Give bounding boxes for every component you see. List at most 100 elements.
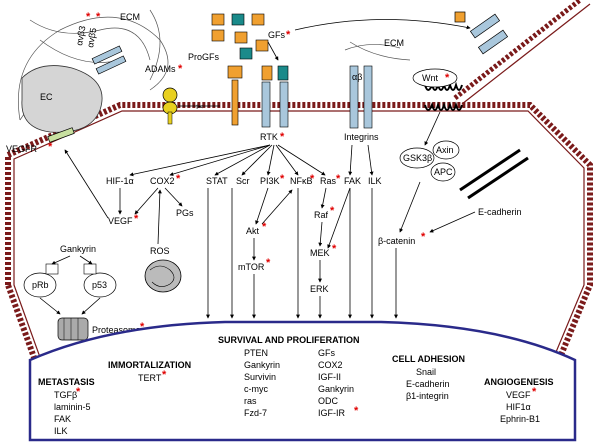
immortal-title: IMMORTALIZATION — [108, 360, 191, 370]
svg-text:E-cadherin: E-cadherin — [406, 379, 450, 389]
ilk-label: ILK — [368, 176, 382, 186]
svg-text:GFs: GFs — [318, 348, 335, 358]
endothelial-cell — [21, 65, 103, 133]
integrin-receptor — [349, 65, 373, 129]
nucleus-arrows — [206, 188, 398, 319]
ecm-fibers-left — [19, 9, 161, 121]
gankyrin-label: Gankyrin — [60, 244, 96, 254]
scissors-icon: ✂ — [196, 102, 204, 112]
svg-text:HIF1α: HIF1α — [506, 402, 531, 412]
mek-label: MEK — [310, 248, 330, 258]
svg-text:*: * — [176, 173, 181, 185]
angio-title: ANGIOGENESIS — [484, 377, 554, 387]
svg-text:Fzd-7: Fzd-7 — [244, 408, 267, 418]
nucleus — [28, 320, 577, 442]
svg-text:laminin-5: laminin-5 — [54, 402, 91, 412]
avb5-label: αvβ5 — [85, 27, 98, 48]
nfkb-label: NFκB — [290, 176, 313, 186]
svg-text:ras: ras — [244, 396, 257, 406]
vegfr-label: VEGFR — [6, 144, 38, 154]
svg-text:*: * — [162, 369, 167, 381]
pi3k-label: PI3K — [260, 176, 280, 186]
svg-text:*: * — [86, 11, 91, 23]
svg-text:Gankyrin: Gankyrin — [244, 360, 280, 370]
apc-node — [430, 162, 456, 182]
svg-text:c-myc: c-myc — [244, 384, 268, 394]
svg-text:TGFβ: TGFβ — [54, 390, 77, 400]
ecm-label-right: ECM — [384, 38, 404, 48]
immortal-item: TERT — [138, 373, 162, 383]
vegfr-receptor — [47, 127, 75, 143]
gfs-label: GFs — [268, 30, 285, 40]
svg-text:*: * — [332, 243, 337, 255]
svg-text:APC: APC — [434, 167, 453, 177]
ab-label: αβ — [352, 72, 362, 82]
svg-text:GSK3β: GSK3β — [403, 153, 432, 163]
svg-text:*: * — [266, 257, 271, 269]
rtk-label: RTK — [260, 132, 278, 142]
ecm-label-left: ECM — [120, 12, 140, 22]
membrane-top-right — [453, 0, 582, 100]
svg-text:*: * — [336, 173, 341, 185]
growth-factors — [211, 13, 269, 60]
ros-label: ROS — [150, 246, 170, 256]
vegf-label: VEGF — [108, 216, 133, 226]
fak-label: FAK — [344, 176, 361, 186]
svg-text:pRb: pRb — [32, 280, 49, 290]
scr-label: Scr — [236, 176, 250, 186]
adhesion-title: CELL ADHESION — [392, 354, 465, 364]
adams-label: ADAMs — [145, 64, 176, 74]
svg-text:PTEN: PTEN — [244, 348, 268, 358]
progf-anchor — [227, 65, 243, 126]
svg-text:ODC: ODC — [318, 396, 339, 406]
svg-text:β1-integrin: β1-integrin — [406, 391, 449, 401]
svg-text:*: * — [354, 405, 359, 417]
svg-text:FAK: FAK — [54, 414, 71, 424]
integrin-avb-left — [91, 45, 127, 75]
erk-label: ERK — [310, 284, 329, 294]
adams-protein — [162, 87, 178, 125]
ras-label: Ras — [320, 176, 337, 186]
svg-text:*: * — [280, 173, 285, 185]
svg-text:*: * — [48, 141, 53, 153]
akt-label: Akt — [246, 226, 260, 236]
svg-text:*: * — [96, 11, 101, 23]
ecadherin-junction — [459, 148, 529, 200]
proteasome-icon — [57, 317, 89, 341]
svg-text:p53: p53 — [92, 280, 107, 290]
mtor-label: mTOR — [238, 262, 265, 272]
ecadherin-label: E-cadherin — [478, 207, 522, 217]
wnt-label: Wnt — [422, 73, 439, 83]
prb-complex — [23, 263, 59, 298]
svg-text:*: * — [178, 63, 183, 75]
avb3-label: αvβ3 — [74, 25, 87, 46]
metastasis-items: TGFβ laminin-5 FAK ILK — [54, 390, 91, 436]
survival-col1: PTEN Gankyrin Survivin c-myc ras Fzd-7 — [244, 348, 280, 418]
svg-text:*: * — [330, 205, 335, 217]
angio-items: VEGF HIF1α Ephrin-B1 — [500, 390, 540, 424]
svg-text:*: * — [140, 321, 145, 333]
adhesion-items: Snail E-cadherin β1-integrin — [406, 367, 450, 401]
survival-title: SURVIVAL AND PROLIFERATION — [218, 335, 360, 345]
receptor-top-right — [454, 11, 509, 55]
svg-text:*: * — [76, 386, 81, 398]
metastasis-title: METASTASIS — [38, 377, 95, 387]
survival-col2: GFs COX2 IGF-II Gankyrin ODC IGF-IR — [318, 348, 354, 418]
svg-text:*: * — [286, 29, 291, 41]
raf-label: Raf — [314, 210, 329, 220]
ec-label: EC — [40, 92, 53, 102]
svg-text:*: * — [445, 72, 450, 84]
hif1a-label: HIF-1α — [106, 176, 134, 186]
mitochondrion — [144, 259, 182, 293]
pgs-label: PGs — [176, 208, 194, 218]
svg-text:IGF-II: IGF-II — [318, 372, 341, 382]
svg-text:*: * — [134, 213, 139, 225]
svg-text:*: * — [280, 131, 285, 143]
wnt-bubble — [412, 68, 458, 88]
rtk-receptor — [261, 65, 289, 128]
bcatenin-label: β-catenin — [378, 236, 415, 246]
svg-text:COX2: COX2 — [318, 360, 343, 370]
svg-text:*: * — [532, 386, 537, 398]
stat-label: STAT — [206, 176, 228, 186]
